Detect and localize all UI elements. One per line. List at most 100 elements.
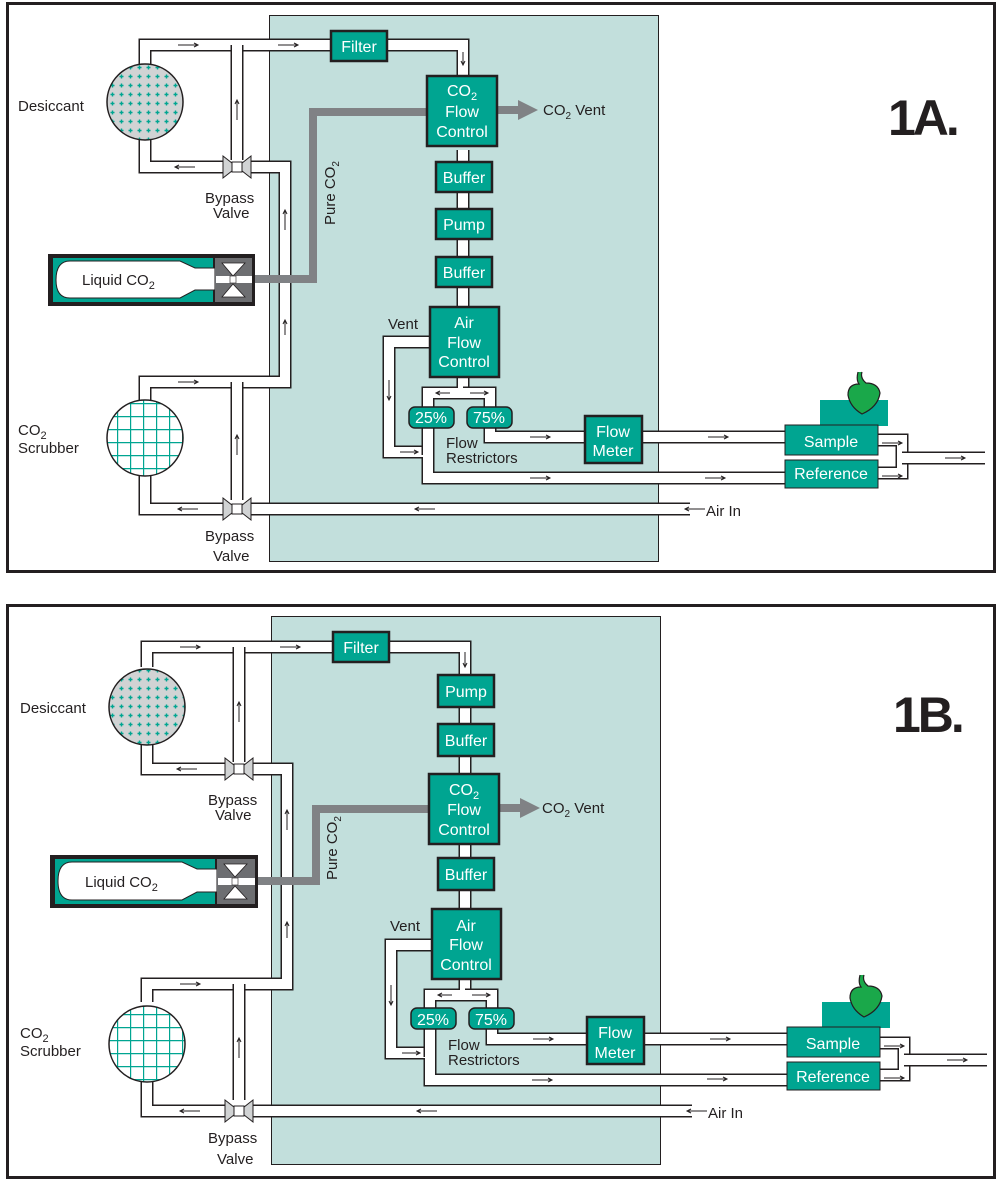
restrictor-75 — [468, 1007, 515, 1030]
co2-vent-arrow-icon — [518, 100, 538, 120]
scrubber-label-2: Scrubber — [20, 1043, 81, 1060]
leaf-icon — [847, 371, 881, 415]
buffer-box-2 — [434, 255, 494, 289]
liquid-co2-tank — [50, 855, 258, 908]
panel-1a: Desiccant CO2 Scrubber Bypass Valve Bypa… — [6, 2, 996, 573]
reference-label: Reference — [796, 1069, 870, 1086]
sample-cell — [784, 424, 879, 456]
air-pipes — [140, 640, 987, 1118]
panel-1b: Desiccant CO2 Scrubber Bypass Valve Bypa… — [6, 604, 996, 1179]
scrubber-label-2: Scrubber — [18, 440, 79, 457]
pure-co2-line — [255, 108, 430, 283]
filter-label: Filter — [341, 39, 377, 56]
restrictor-25-label: 25% — [415, 410, 447, 427]
restrictor-75-label: 75% — [473, 410, 505, 427]
buffer-label-1: Buffer — [443, 170, 486, 187]
reference-cell — [786, 1061, 881, 1091]
flow-meter-label: Flow — [598, 1025, 632, 1042]
bypass-valve-bottom-label-2: Valve — [213, 548, 249, 565]
desiccant-label: Desiccant — [20, 700, 87, 717]
co2-flow-control-box — [427, 772, 501, 846]
sample-label: Sample — [806, 1036, 860, 1053]
air-flow-control-label-3: Control — [440, 957, 492, 974]
flow-restrictors-label-2: Restrictors — [446, 450, 518, 467]
sample-cell — [786, 1026, 881, 1058]
reference-cell — [784, 459, 879, 489]
bypass-valve-top-icon — [224, 756, 254, 782]
pure-co2-line — [257, 805, 432, 885]
bypass-valve-top-label-2: Valve — [213, 205, 249, 222]
co2-flow-control-box — [425, 74, 499, 148]
filter-box — [329, 29, 389, 63]
air-flow-control-box — [430, 907, 503, 981]
bypass-valve-bottom-icon — [222, 496, 252, 522]
flow-restrictors-label: Flow — [448, 1037, 480, 1054]
vent-label: Vent — [388, 316, 419, 333]
flow-meter-box — [585, 1015, 646, 1066]
sample-label: Sample — [804, 434, 858, 451]
scrubber-label: CO2 — [18, 422, 47, 442]
vent-label: Vent — [390, 918, 421, 935]
panel-title-1b: 1B. — [893, 687, 962, 743]
bypass-valve-top-label: Bypass — [208, 792, 257, 809]
bypass-valve-bottom-icon — [224, 1098, 254, 1124]
air-flow-control-box — [428, 305, 501, 379]
reference-label: Reference — [794, 466, 868, 483]
co2-flow-control-label-2: Flow — [447, 802, 481, 819]
flow-meter-label: Flow — [596, 424, 630, 441]
air-flow-control-label-2: Flow — [449, 937, 483, 954]
pump-label: Pump — [445, 684, 487, 701]
buffer-box-1 — [434, 160, 494, 194]
co2-vent-label: CO2 Vent — [543, 102, 606, 122]
co2-vent-arrow-icon — [520, 798, 540, 818]
buffer-box-1 — [436, 722, 496, 758]
restrictor-75-label: 75% — [475, 1012, 507, 1029]
restrictor-25 — [408, 406, 455, 429]
bypass-valve-top-label-2: Valve — [215, 807, 251, 824]
co2-flow-control-label-3: Control — [436, 124, 488, 141]
pump-box — [436, 673, 496, 709]
scrubber-label: CO2 — [20, 1025, 49, 1045]
co2-scrubber-column — [108, 1005, 186, 1083]
flow-meter-label-2: Meter — [593, 443, 635, 460]
air-flow-control-label: Air — [456, 918, 476, 935]
air-flow-control-label-2: Flow — [447, 335, 481, 352]
filter-label: Filter — [343, 640, 379, 657]
co2-flow-control-label-3: Control — [438, 822, 490, 839]
co2-flow-control-label-2: Flow — [445, 104, 479, 121]
co2-vent-label: CO2 Vent — [542, 800, 605, 820]
bypass-valve-bottom-label-2: Valve — [217, 1151, 253, 1168]
liquid-co2-label: Liquid CO2 — [85, 874, 158, 894]
filter-box — [331, 630, 391, 664]
liquid-co2-tank — [48, 254, 255, 306]
air-in-label: Air In — [708, 1105, 743, 1122]
pump-label: Pump — [443, 217, 485, 234]
liquid-co2-label: Liquid CO2 — [82, 272, 155, 292]
buffer-label-2: Buffer — [443, 265, 486, 282]
air-flow-control-label-3: Control — [438, 354, 490, 371]
flow-meter-label-2: Meter — [595, 1045, 637, 1062]
pure-co2-label: Pure CO2 — [324, 816, 344, 880]
bypass-valve-bottom-label: Bypass — [208, 1130, 257, 1147]
desiccant-column — [108, 668, 186, 746]
pump-box — [434, 207, 494, 241]
co2-flow-control-label: CO2 — [447, 83, 477, 103]
air-flow-control-label: Air — [454, 315, 474, 332]
flow-arrows — [175, 644, 969, 1114]
bypass-valve-top-icon — [222, 154, 252, 180]
desiccant-label: Desiccant — [18, 98, 85, 115]
flow-restrictors-label: Flow — [446, 435, 478, 452]
restrictor-25-label: 25% — [417, 1012, 449, 1029]
bypass-valve-top-label: Bypass — [205, 190, 254, 207]
flow-meter-box — [583, 414, 644, 465]
leaf-icon — [849, 974, 883, 1018]
buffer-label-1: Buffer — [445, 733, 488, 750]
flow-restrictors-label-2: Restrictors — [448, 1052, 520, 1069]
restrictor-25 — [410, 1007, 457, 1030]
desiccant-column — [106, 63, 184, 141]
air-in-label: Air In — [706, 503, 741, 520]
pure-co2-label: Pure CO2 — [322, 161, 342, 225]
restrictor-75 — [466, 406, 513, 429]
panel-title-1a: 1A. — [888, 90, 957, 146]
